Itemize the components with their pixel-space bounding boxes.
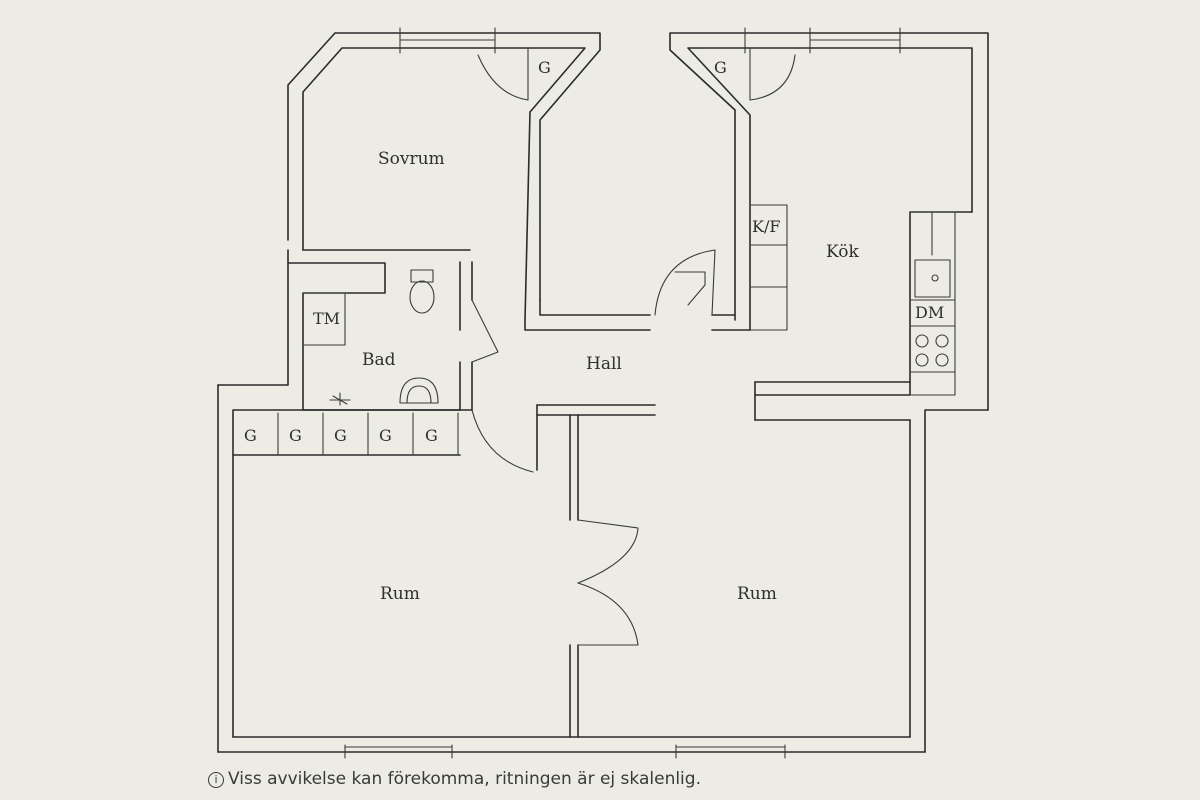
room-label-kok: Kök xyxy=(826,242,859,262)
room-label-bad: Bad xyxy=(362,350,396,370)
room-label-rum-left: Rum xyxy=(380,584,420,604)
outer-walls xyxy=(217,32,989,753)
doors xyxy=(471,47,796,646)
wardrobe-label: G xyxy=(538,58,551,77)
room-label-sovrum: Sovrum xyxy=(378,149,445,169)
windows xyxy=(344,27,901,759)
wardrobe-label: G xyxy=(425,426,438,445)
wardrobe-label: G xyxy=(289,426,302,445)
room-label-hall: Hall xyxy=(586,354,622,374)
wardrobe-label: G xyxy=(334,426,347,445)
wardrobe-label: G xyxy=(379,426,392,445)
wardrobe-label: G xyxy=(714,58,727,77)
interior-walls xyxy=(232,261,751,738)
info-icon: i xyxy=(208,772,224,788)
fixtures xyxy=(302,204,956,406)
fridge-freezer-label: K/F xyxy=(752,217,780,236)
room-label-rum-right: Rum xyxy=(737,584,777,604)
dishwasher-label: DM xyxy=(915,303,944,322)
washing-machine-label: TM xyxy=(313,309,340,328)
wardrobe-label: G xyxy=(244,426,257,445)
disclaimer-text: Viss avvikelse kan förekomma, ritningen … xyxy=(228,769,701,789)
